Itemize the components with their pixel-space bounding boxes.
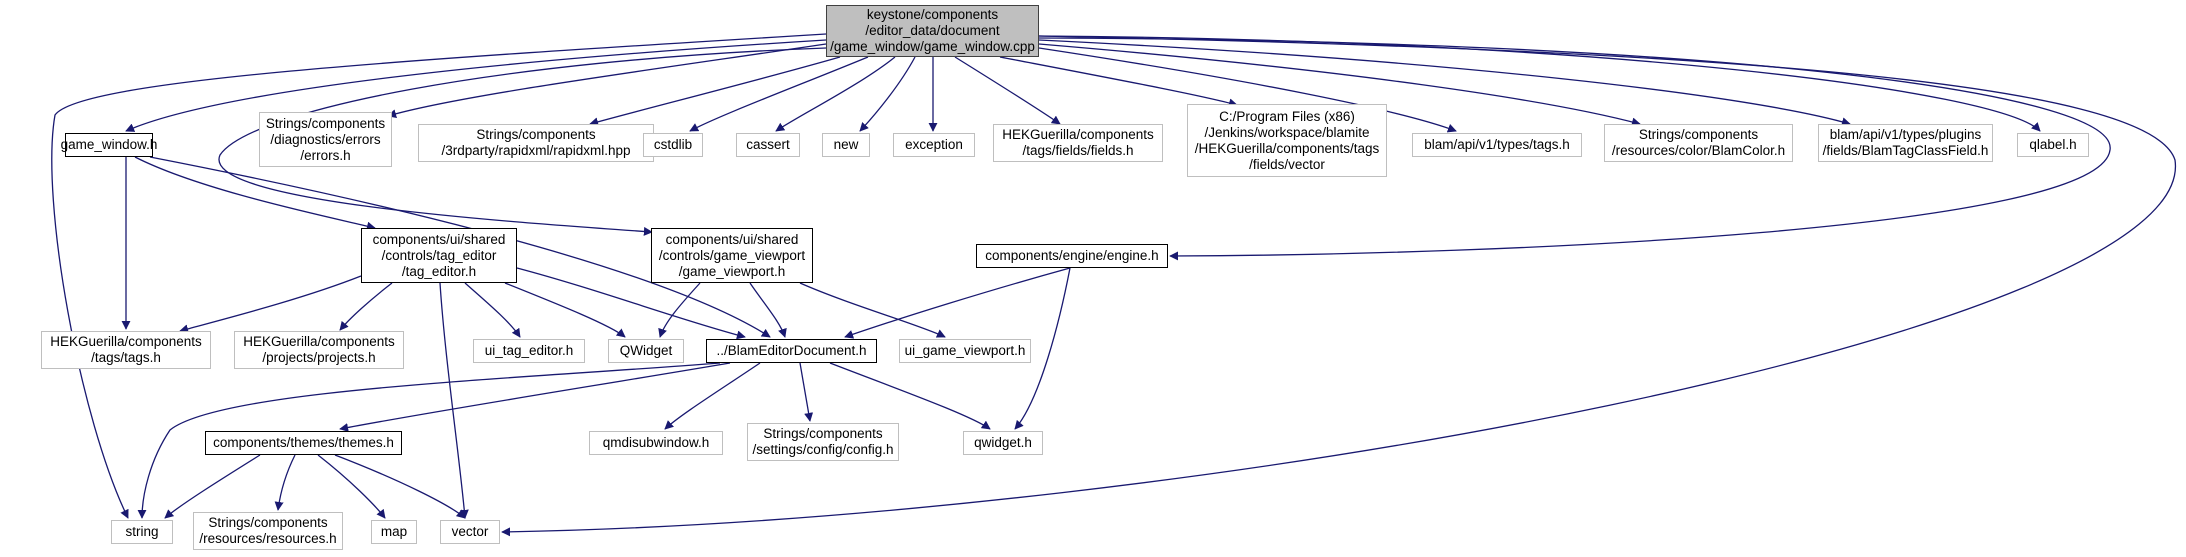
node-root-game-window-cpp: keystone/components /editor_data/documen… xyxy=(826,5,1039,57)
node-resources-h: Strings/components /resources/resources.… xyxy=(193,512,343,550)
edge-te-projects xyxy=(339,282,393,331)
node-cassert: cassert xyxy=(736,133,800,157)
node-blameditordocument-h[interactable]: ../BlamEditorDocument.h xyxy=(706,339,877,363)
node-qlabel-h: qlabel.h xyxy=(2017,133,2089,157)
node-cstdlib: cstdlib xyxy=(643,133,703,157)
node-config-h: Strings/components /settings/config/conf… xyxy=(747,423,899,461)
edge-themes-resources xyxy=(274,454,296,511)
edge-te-ui-tag-editor xyxy=(464,282,521,338)
node-blamcolor-h: Strings/components /resources/color/Blam… xyxy=(1604,124,1793,162)
node-new: new xyxy=(822,133,870,157)
node-hek-tags-h: HEKGuerilla/components /tags/tags.h xyxy=(41,331,211,369)
edge-root-api-tags xyxy=(1038,47,1457,133)
edge-gv-qwidget xyxy=(658,282,701,338)
edge-te-vector xyxy=(439,282,469,519)
node-rapidxml-hpp: Strings/components /3rdparty/rapidxml/ra… xyxy=(418,124,654,162)
edge-engine-blameditordoc xyxy=(844,267,1071,339)
edge-root-errors xyxy=(387,43,827,119)
node-vector: vector xyxy=(440,520,500,544)
edge-engine-qwidget xyxy=(1014,267,1071,430)
node-map: map xyxy=(371,520,417,544)
node-themes-h[interactable]: components/themes/themes.h xyxy=(205,431,402,455)
node-engine-h[interactable]: components/engine/engine.h xyxy=(976,244,1168,268)
node-qmdisubwindow-h: qmdisubwindow.h xyxy=(589,431,723,455)
node-api-tags-h: blam/api/v1/types/tags.h xyxy=(1412,133,1582,157)
edge-te-hek-tags xyxy=(179,275,362,334)
edge-bed-qmdisubwindow xyxy=(664,362,761,430)
edge-bed-qwidget-h xyxy=(829,362,991,430)
node-qwidget-cap: QWidget xyxy=(608,339,684,363)
edge-themes-map xyxy=(317,454,386,519)
edge-gv-ui-game-viewport xyxy=(799,282,946,338)
edge-te-blameditordoc xyxy=(516,267,746,340)
edge-themes-string xyxy=(164,454,261,519)
node-fields-vector: C:/Program Files (x86) /Jenkins/workspac… xyxy=(1187,104,1387,177)
edge-themes-vector xyxy=(334,454,466,519)
node-string: string xyxy=(111,520,173,544)
edge-root-new xyxy=(859,56,916,132)
edge-root-vector-path xyxy=(999,56,1238,108)
edge-root-cstdlib xyxy=(689,56,869,132)
edge-root-vector xyxy=(501,35,2176,537)
edge-root-game-window-h xyxy=(125,39,827,132)
node-fields-h: HEKGuerilla/components /tags/fields/fiel… xyxy=(993,124,1163,162)
edge-root-rapidxml xyxy=(589,56,841,127)
edge-root-game-viewport xyxy=(218,47,827,236)
edge-root-engine xyxy=(1038,37,2111,261)
edge-te-qwidget xyxy=(504,282,626,338)
node-game-viewport-h[interactable]: components/ui/shared /controls/game_view… xyxy=(651,228,813,283)
edge-root-blamcolor xyxy=(1038,43,1641,127)
edge-bed-string xyxy=(137,362,721,519)
edge-root-cassert xyxy=(775,56,896,132)
node-blamtagclassfield-h: blam/api/v1/types/plugins /fields/BlamTa… xyxy=(1818,124,1993,162)
node-ui-tag-editor-h: ui_tag_editor.h xyxy=(473,339,585,363)
node-ui-game-viewport-h: ui_game_viewport.h xyxy=(899,339,1031,363)
node-qwidget-h: qwidget.h xyxy=(963,431,1043,455)
node-exception: exception xyxy=(893,133,975,157)
edge-gw-tag-editor xyxy=(134,156,376,231)
node-game-window-h[interactable]: game_window.h xyxy=(61,133,157,157)
edge-bed-config xyxy=(799,362,814,422)
edge-root-blamtagclassfield xyxy=(1038,39,1851,127)
node-tag-editor-h[interactable]: components/ui/shared /controls/tag_edito… xyxy=(361,228,517,283)
edge-gv-blameditordoc xyxy=(749,282,787,338)
edge-root-fields xyxy=(954,56,1061,125)
edge-bed-themes xyxy=(339,362,731,432)
node-projects-h: HEKGuerilla/components /projects/project… xyxy=(234,331,404,369)
node-errors-h: Strings/components /diagnostics/errors /… xyxy=(259,112,392,167)
